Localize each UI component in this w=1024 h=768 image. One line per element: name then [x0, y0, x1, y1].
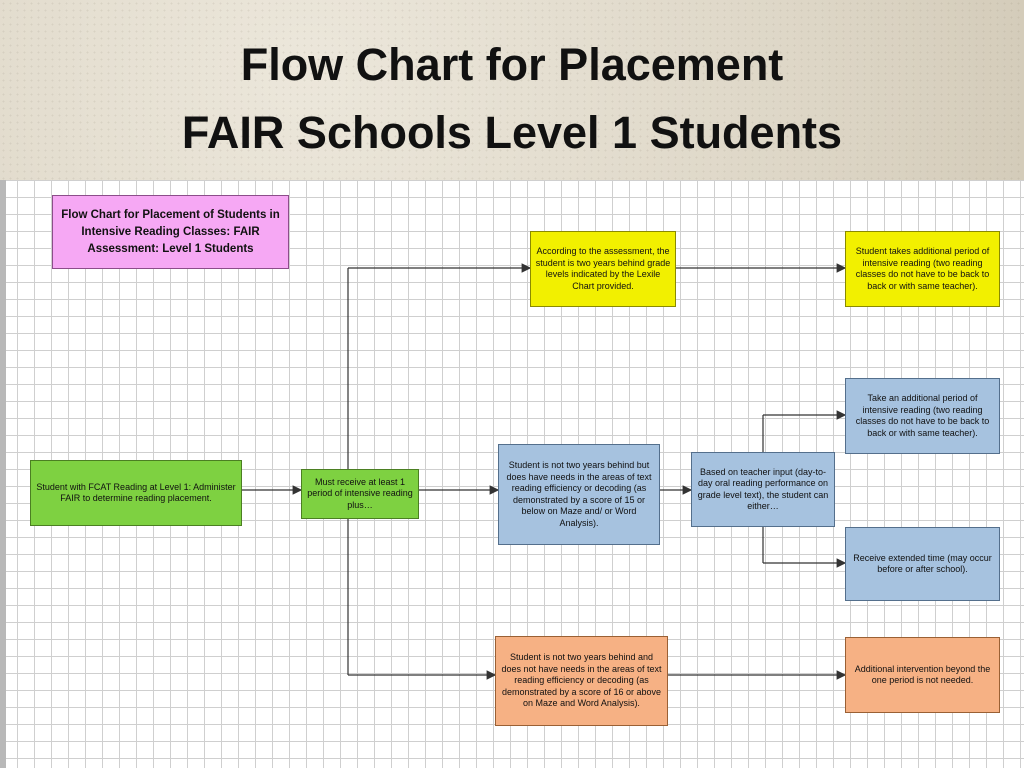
title-banner: [0, 0, 1024, 180]
page-title-line1: Flow Chart for Placement: [240, 39, 784, 90]
legend-box: Flow Chart for Placement of Students in …: [52, 195, 289, 269]
node-not-two-years-no-needs: Student is not two years behind and does…: [495, 636, 668, 726]
node-must-receive: Must receive at least 1 period of intens…: [301, 469, 419, 519]
node-extended-time: Receive extended time (may occur before …: [845, 527, 1000, 601]
node-teacher-input: Based on teacher input (day-to-day oral …: [691, 452, 835, 527]
node-take-additional: Take an additional period of intensive r…: [845, 378, 1000, 454]
canvas-left-edge: [0, 180, 6, 768]
node-start: Student with FCAT Reading at Level 1: Ad…: [30, 460, 242, 526]
node-not-two-years-needs: Student is not two years behind but does…: [498, 444, 660, 545]
node-additional-period: Student takes additional period of inten…: [845, 231, 1000, 307]
node-two-years-behind: According to the assessment, the student…: [530, 231, 676, 307]
page-title-line2: FAIR Schools Level 1 Students: [181, 107, 843, 158]
node-no-intervention: Additional intervention beyond the one p…: [845, 637, 1000, 713]
